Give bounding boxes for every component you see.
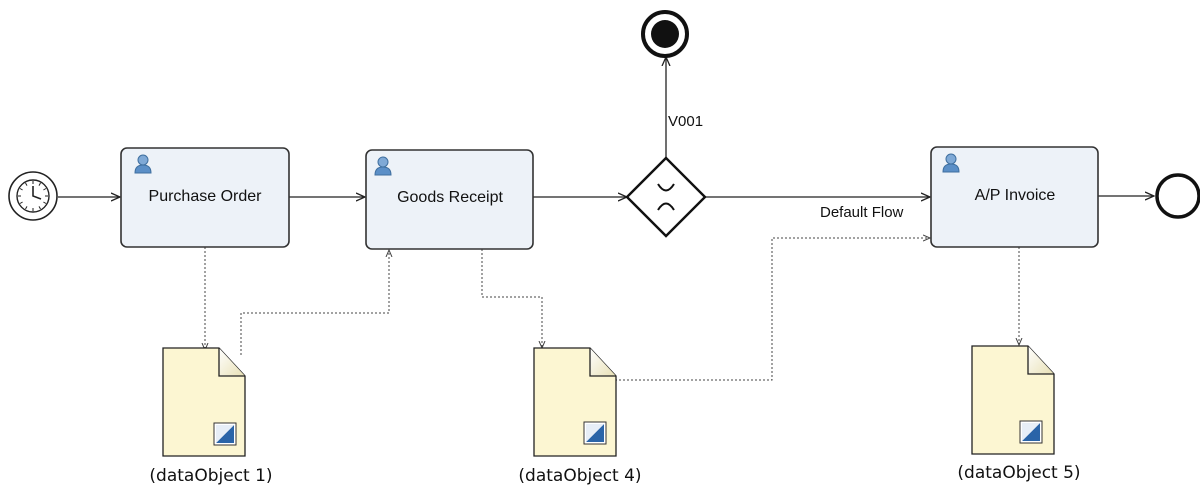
data-associations — [205, 238, 1019, 381]
terminate-icon — [651, 20, 679, 48]
flow-label-default: Default Flow — [820, 204, 904, 221]
task-goods-receipt[interactable]: Goods Receipt — [365, 149, 534, 250]
collection-marker-icon — [583, 421, 607, 445]
exclusive-gateway[interactable] — [625, 156, 707, 238]
flow-label-v001: V001 — [668, 113, 703, 130]
end-event[interactable] — [1155, 173, 1200, 219]
task-label: A/P Invoice — [975, 187, 1056, 204]
data-object-4[interactable] — [533, 347, 617, 457]
data-object-label: (dataObject 4) — [518, 466, 641, 486]
user-icon — [374, 156, 392, 176]
sequence-flows — [58, 57, 1154, 197]
task-label: Goods Receipt — [397, 189, 503, 206]
association-goods-receipt-to-data4[interactable] — [481, 249, 542, 348]
task-ap-invoice[interactable]: A/P Invoice — [930, 146, 1099, 248]
data-object-label: (dataObject 1) — [149, 466, 272, 486]
start-timer-event[interactable] — [8, 171, 58, 221]
x-icon — [657, 183, 675, 211]
task-label: Purchase Order — [149, 188, 263, 205]
clock-icon — [16, 179, 50, 213]
task-purchase-order[interactable]: Purchase Order — [120, 147, 290, 248]
data-object-label: (dataObject 5) — [957, 463, 1080, 483]
collection-marker-icon — [213, 422, 237, 446]
data-object-1[interactable] — [162, 347, 246, 457]
data-object-5[interactable] — [971, 345, 1055, 455]
terminate-end-event[interactable] — [641, 10, 689, 58]
association-data1-to-goods-receipt[interactable] — [240, 250, 389, 355]
user-icon — [942, 153, 960, 173]
association-data4-to-ap-invoice[interactable] — [615, 238, 930, 381]
user-icon — [134, 154, 152, 174]
collection-marker-icon — [1019, 420, 1043, 444]
